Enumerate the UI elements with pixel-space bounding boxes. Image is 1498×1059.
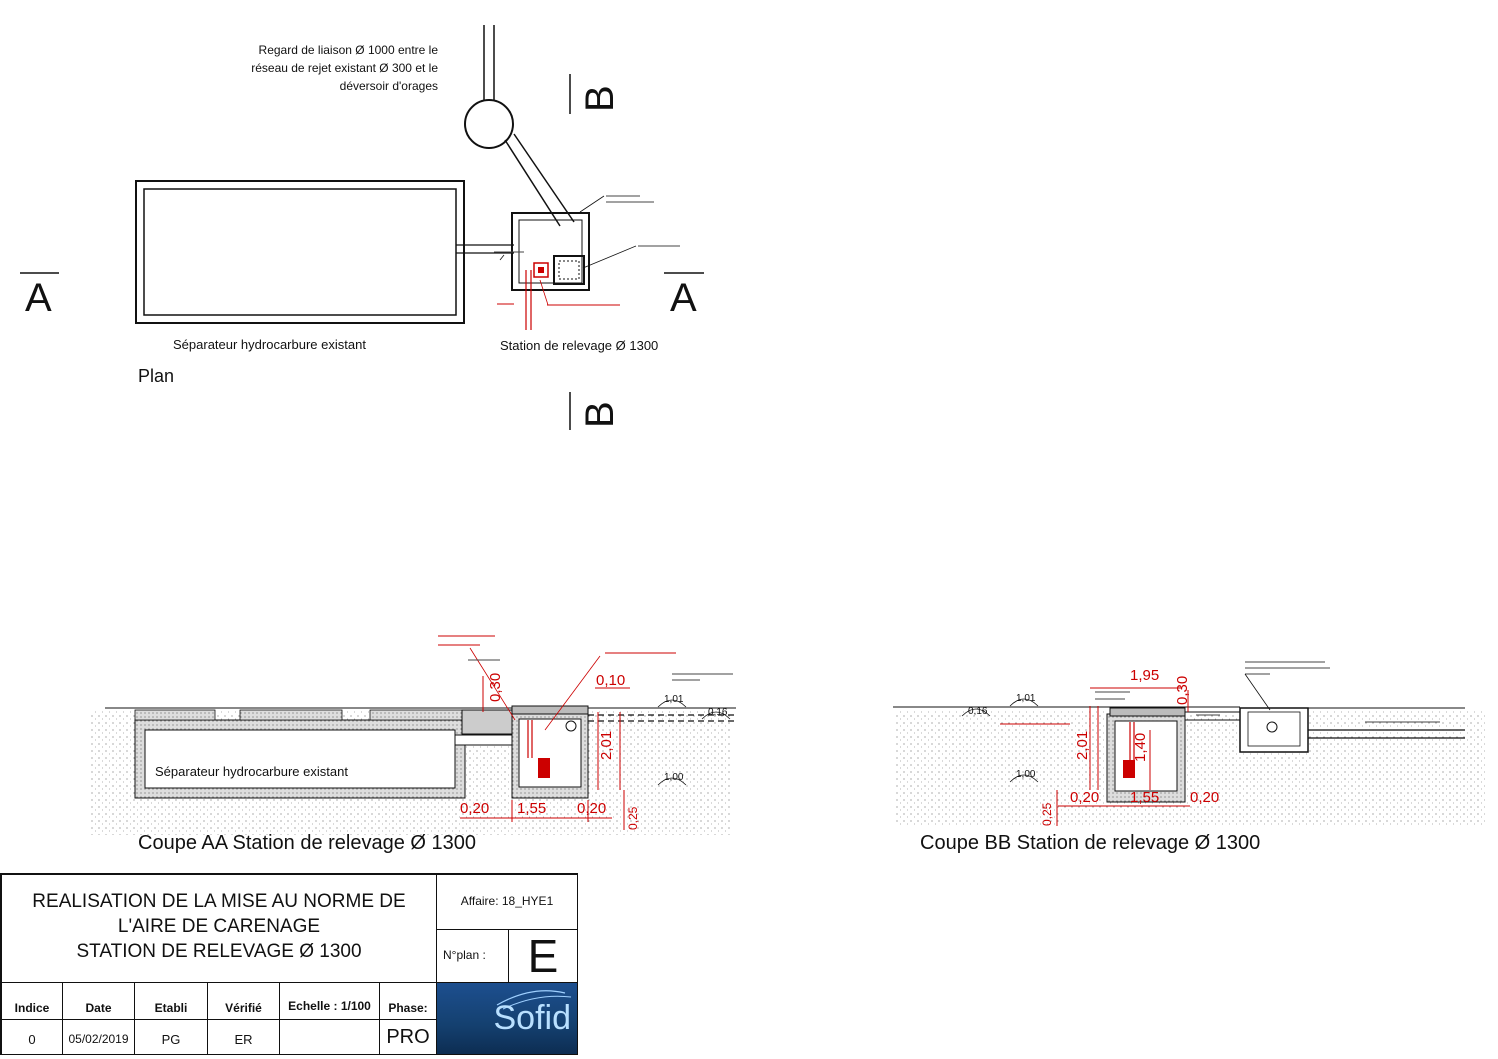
- section-mark-b-bottom: B: [578, 401, 622, 428]
- affaire-label: Affaire: 18_HYE1: [460, 894, 554, 908]
- title-block-title: REALISATION DE LA MISE AU NORME DE L'AIR…: [1, 874, 437, 983]
- logo-text: Sofid: [493, 999, 572, 1037]
- val-verifie: ER: [207, 1019, 280, 1055]
- title-block: REALISATION DE LA MISE AU NORME DE L'AIR…: [0, 873, 578, 1055]
- bb-level-100: 1,00: [1016, 769, 1036, 780]
- bb-dim-025: 0,25: [1040, 802, 1054, 826]
- regard-note-line1: Regard de liaison Ø 1000 entre le: [258, 43, 438, 57]
- section-mark-a-right: A: [670, 276, 697, 320]
- coupe-aa-label-separateur: Séparateur hydrocarbure existant: [155, 764, 348, 779]
- aa-dim-025: 0,25: [626, 806, 640, 830]
- coupe-aa-caption: Coupe AA Station de relevage Ø 1300: [138, 832, 477, 854]
- bb-dim-020b: 0,20: [1190, 789, 1220, 806]
- val-etabli: PG: [134, 1019, 208, 1055]
- title-line-1: REALISATION DE LA MISE AU NORME DE: [32, 891, 406, 912]
- aa-dim-020b: 0,20: [577, 800, 607, 817]
- nplan-label: N°plan :: [443, 948, 486, 962]
- aa-level-100: 1,00: [664, 772, 684, 783]
- section-mark-b-top: B: [578, 85, 622, 112]
- hdr-etabli: Etabli: [134, 982, 208, 1020]
- nplan-label-cell: N°plan :: [436, 929, 509, 983]
- plan-view: [20, 25, 704, 430]
- hdr-phase: Phase:: [379, 982, 437, 1020]
- coupe-bb: [893, 661, 1485, 826]
- val-echelle: [279, 1019, 380, 1055]
- bb-dim-195: 1,95: [1130, 667, 1160, 684]
- bb-dim-201: 2,01: [1074, 730, 1091, 760]
- bb-level-016: 0,16: [968, 706, 988, 717]
- aa-level-016: 0,16: [708, 707, 728, 718]
- aa-dim-030: 0,30: [487, 672, 504, 702]
- bb-dim-155: 1,55: [1130, 789, 1160, 806]
- nplan-value: E: [527, 930, 559, 982]
- regard-note-line3: déversoir d'orages: [339, 79, 438, 93]
- section-mark-a-left: A: [25, 276, 52, 320]
- aa-dim-201: 2,01: [598, 730, 615, 760]
- aa-dim-010: 0,10: [596, 672, 626, 689]
- bb-dim-030: 0,30: [1174, 675, 1191, 705]
- title-line-3: STATION DE RELEVAGE Ø 1300: [76, 941, 362, 962]
- regard-note-line2: réseau de rejet existant Ø 300 et le: [251, 61, 438, 75]
- hdr-date: Date: [62, 982, 135, 1020]
- regard-circle: [464, 99, 514, 149]
- bb-level-101: 1,01: [1016, 693, 1036, 704]
- val-phase: PRO: [379, 1019, 437, 1055]
- plan-label-station: Station de relevage Ø 1300: [500, 338, 659, 353]
- aa-dim-020a: 0,20: [460, 800, 490, 817]
- regard-note: Regard de liaison Ø 1000 entre le réseau…: [226, 41, 438, 95]
- hdr-indice: Indice: [1, 982, 63, 1020]
- bb-dim-020a: 0,20: [1070, 789, 1100, 806]
- plan-label-separateur: Séparateur hydrocarbure existant: [173, 337, 366, 352]
- bb-dim-140: 1,40: [1132, 732, 1149, 762]
- nplan-value-cell: E: [508, 929, 578, 983]
- logo-swoosh-icon: [496, 990, 572, 1010]
- sofid-logo: Sofid: [436, 982, 578, 1055]
- separateur-plan: [135, 180, 465, 324]
- aa-level-101: 1,01: [664, 694, 684, 705]
- title-line-2: L'AIRE DE CARENAGE: [117, 916, 321, 937]
- coupe-aa: [90, 635, 736, 835]
- affaire-cell: Affaire: 18_HYE1: [436, 874, 578, 930]
- hdr-echelle: Echelle : 1/100: [279, 982, 380, 1020]
- val-indice: 0: [1, 1019, 63, 1055]
- plan-title: Plan: [138, 366, 175, 386]
- aa-dim-155: 1,55: [517, 800, 547, 817]
- coupe-bb-caption: Coupe BB Station de relevage Ø 1300: [920, 832, 1261, 854]
- val-date: 05/02/2019: [62, 1019, 135, 1055]
- hdr-verifie: Vérifié: [207, 982, 280, 1020]
